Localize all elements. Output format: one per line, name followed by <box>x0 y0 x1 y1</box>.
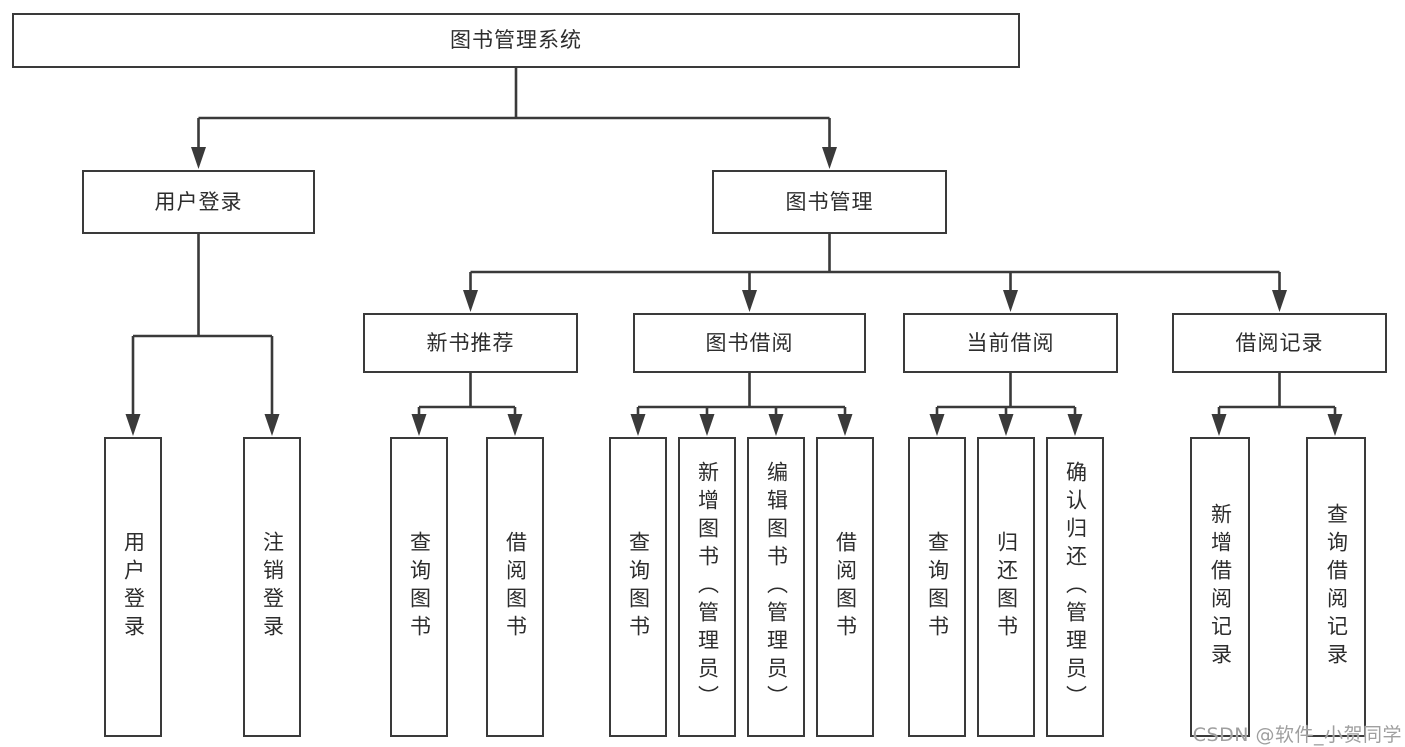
leaf-query-book: 查询图书 <box>908 437 966 737</box>
leaf-return-book: 归还图书 <box>977 437 1035 737</box>
leaf-query-book: 查询图书 <box>609 437 667 737</box>
node-user-login: 用户登录 <box>82 170 315 234</box>
leaf-confirm-return-admin: 确认归还（管理员） <box>1046 437 1104 737</box>
leaf-logout: 注销登录 <box>243 437 301 737</box>
leaf-user-login: 用户登录 <box>104 437 162 737</box>
leaf-add-book-admin: 新增图书（管理员） <box>678 437 736 737</box>
leaf-edit-book-admin: 编辑图书（管理员） <box>747 437 805 737</box>
node-current-borrowing: 当前借阅 <box>903 313 1118 373</box>
node-library-management-system: 图书管理系统 <box>12 13 1020 68</box>
watermark: CSDN @软件_小贺同学 <box>1192 724 1402 746</box>
node-book-management: 图书管理 <box>712 170 947 234</box>
node-book-borrowing: 图书借阅 <box>633 313 866 373</box>
leaf-query-borrow-record: 查询借阅记录 <box>1306 437 1366 737</box>
leaf-borrow-book: 借阅图书 <box>816 437 874 737</box>
leaf-query-book: 查询图书 <box>390 437 448 737</box>
node-borrowing-records: 借阅记录 <box>1172 313 1387 373</box>
node-new-book-recommend: 新书推荐 <box>363 313 578 373</box>
leaf-borrow-book: 借阅图书 <box>486 437 544 737</box>
leaf-add-borrow-record: 新增借阅记录 <box>1190 437 1250 737</box>
